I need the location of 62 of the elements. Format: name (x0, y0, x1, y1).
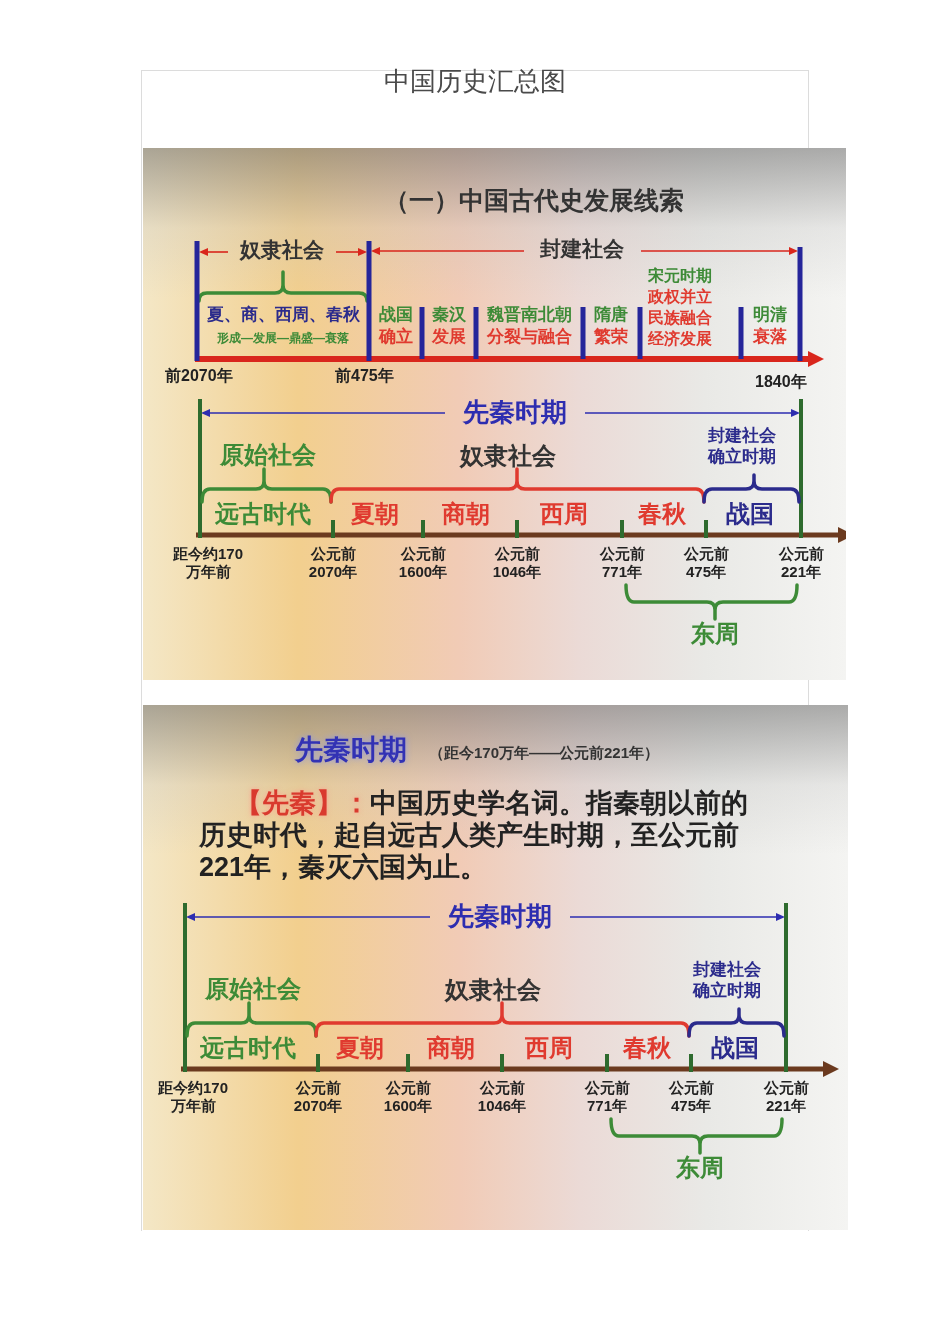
period-label: 西周 (525, 1034, 573, 1063)
definition-paragraph: 【先秦】：中国历史学名词。指秦朝以前的历史时代，起自远古人类产生时期，至公元前221年，秦灭六国为止。 (199, 787, 749, 883)
date-label: 公元前475年 (682, 545, 730, 581)
period-label: 西周 (540, 500, 588, 529)
period-note: 民族融合 (648, 308, 712, 328)
date-label: 公元前1600年 (397, 545, 449, 581)
period-label: 远古时代 (200, 1034, 296, 1063)
period-note: 分裂与融合 (486, 327, 572, 348)
period-label: 隋唐 (594, 305, 628, 326)
era-label: 封建社会确立时期 (691, 959, 762, 1001)
period-label: 东周 (676, 1154, 724, 1183)
era-label: 封建社会确立时期 (706, 425, 777, 467)
period-note: 确立 (379, 327, 413, 348)
date-label: 距今约170万年前 (157, 1079, 229, 1115)
period-label: 夏朝 (351, 500, 399, 529)
date-label: 公元前2070年 (292, 1079, 344, 1115)
era-label: 封建社会 (540, 236, 624, 262)
period-label: 宋元时期 (648, 266, 712, 286)
period-note: 衰落 (753, 327, 787, 348)
period-note: 经济发展 (648, 329, 712, 349)
era-label: 原始社会 (205, 975, 301, 1004)
period-label: 战国 (711, 1034, 759, 1063)
period-note: 繁荣 (594, 327, 628, 348)
period-label: 春秋 (638, 500, 686, 529)
era-label: 奴隶社会 (460, 442, 556, 471)
date-label: 前2070年 (165, 366, 233, 386)
section-heading: 先秦时期 (295, 733, 407, 767)
period-heading: 先秦时期 (448, 901, 552, 933)
page-title: 中国历史汇总图 (384, 66, 566, 98)
period-label: 商朝 (442, 500, 490, 529)
era-label: 奴隶社会 (445, 976, 541, 1005)
period-note: 发展 (432, 327, 466, 348)
date-label: 前475年 (335, 366, 394, 386)
era-label: 奴隶社会 (240, 237, 324, 263)
panel-heading: （一）中国古代史发展线索 (384, 185, 684, 215)
period-label: 商朝 (427, 1034, 475, 1063)
period-label: 春秋 (623, 1034, 671, 1063)
period-label: 夏朝 (336, 1034, 384, 1063)
period-label: 战国 (379, 305, 413, 326)
date-label: 公元前1046年 (491, 545, 543, 581)
date-label: 公元前2070年 (307, 545, 359, 581)
period-label: 远古时代 (215, 500, 311, 529)
date-label: 公元前221年 (762, 1079, 810, 1115)
period-heading: 先秦时期 (463, 397, 567, 429)
date-label: 公元前1600年 (382, 1079, 434, 1115)
period-label: 东周 (691, 620, 739, 649)
period-label: 魏晋南北朝 (486, 305, 572, 326)
date-label: 公元前221年 (777, 545, 825, 581)
period-note: 形成—发展—鼎盛—衰落 (217, 331, 349, 346)
period-label: 秦汉 (432, 305, 466, 326)
era-label: 原始社会 (220, 441, 316, 470)
period-note: 政权并立 (648, 287, 712, 307)
date-label: 公元前1046年 (476, 1079, 528, 1115)
date-label: 1840年 (755, 372, 807, 392)
date-label: 公元前475年 (667, 1079, 715, 1115)
date-label: 公元前771年 (598, 545, 646, 581)
date-label: 公元前771年 (583, 1079, 631, 1115)
period-label: 夏、商、西周、春秋 (206, 305, 360, 326)
period-label: 明清 (753, 305, 787, 326)
date-label: 距今约170万年前 (172, 545, 244, 581)
date-range-text: （距今170万年——公元前221年） (429, 744, 660, 762)
period-label: 战国 (726, 500, 774, 529)
